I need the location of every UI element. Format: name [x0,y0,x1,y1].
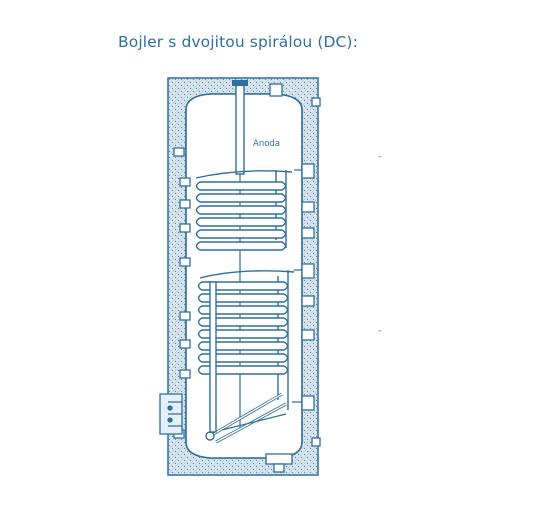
left-connections [159,147,191,439]
side-mark-lower: - [378,326,381,336]
bottom-connection [265,453,293,473]
anode-label: Anoda [253,139,280,149]
lower-heating-coil [197,270,295,444]
right-connections [292,97,321,447]
diagram-title: Bojler s dvojitou spirálou (DC): [118,33,358,51]
lower-outlet-pipe [209,281,217,433]
upper-heating-coil [195,170,293,251]
top-connection [269,83,283,97]
side-mark-upper: - [378,152,381,162]
